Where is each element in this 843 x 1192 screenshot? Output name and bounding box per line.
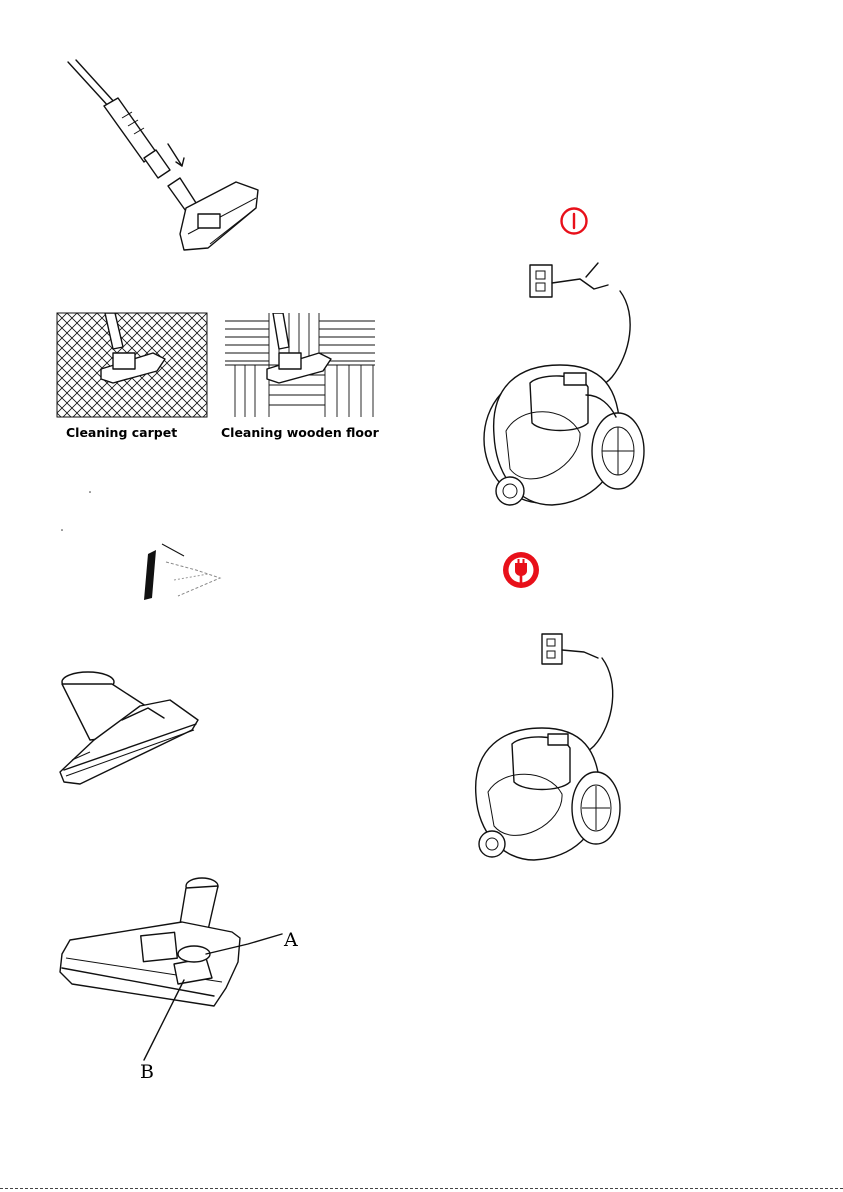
upholstery-nozzle-illustration [50,660,202,800]
label-a: A [284,929,298,951]
label-b: B [140,1061,154,1083]
stray-mark [60,528,64,532]
vacuum-plugged-in-illustration [470,255,665,515]
wooden-floor-illustration [225,313,375,417]
page-bottom-rule [0,1188,843,1189]
vacuum-unplugged-illustration [462,628,652,863]
power-switch-icon [558,205,590,237]
stray-mark [88,490,92,494]
floor-brush-illustration [58,872,308,1070]
carpet-caption: Cleaning carpet [66,425,177,440]
carpet-cleaning-illustration [57,313,207,417]
tube-attach-illustration [60,58,270,266]
crevice-tool-illustration [138,540,228,610]
plug-icon [500,549,542,591]
wooden-floor-caption: Cleaning wooden floor [221,425,379,440]
